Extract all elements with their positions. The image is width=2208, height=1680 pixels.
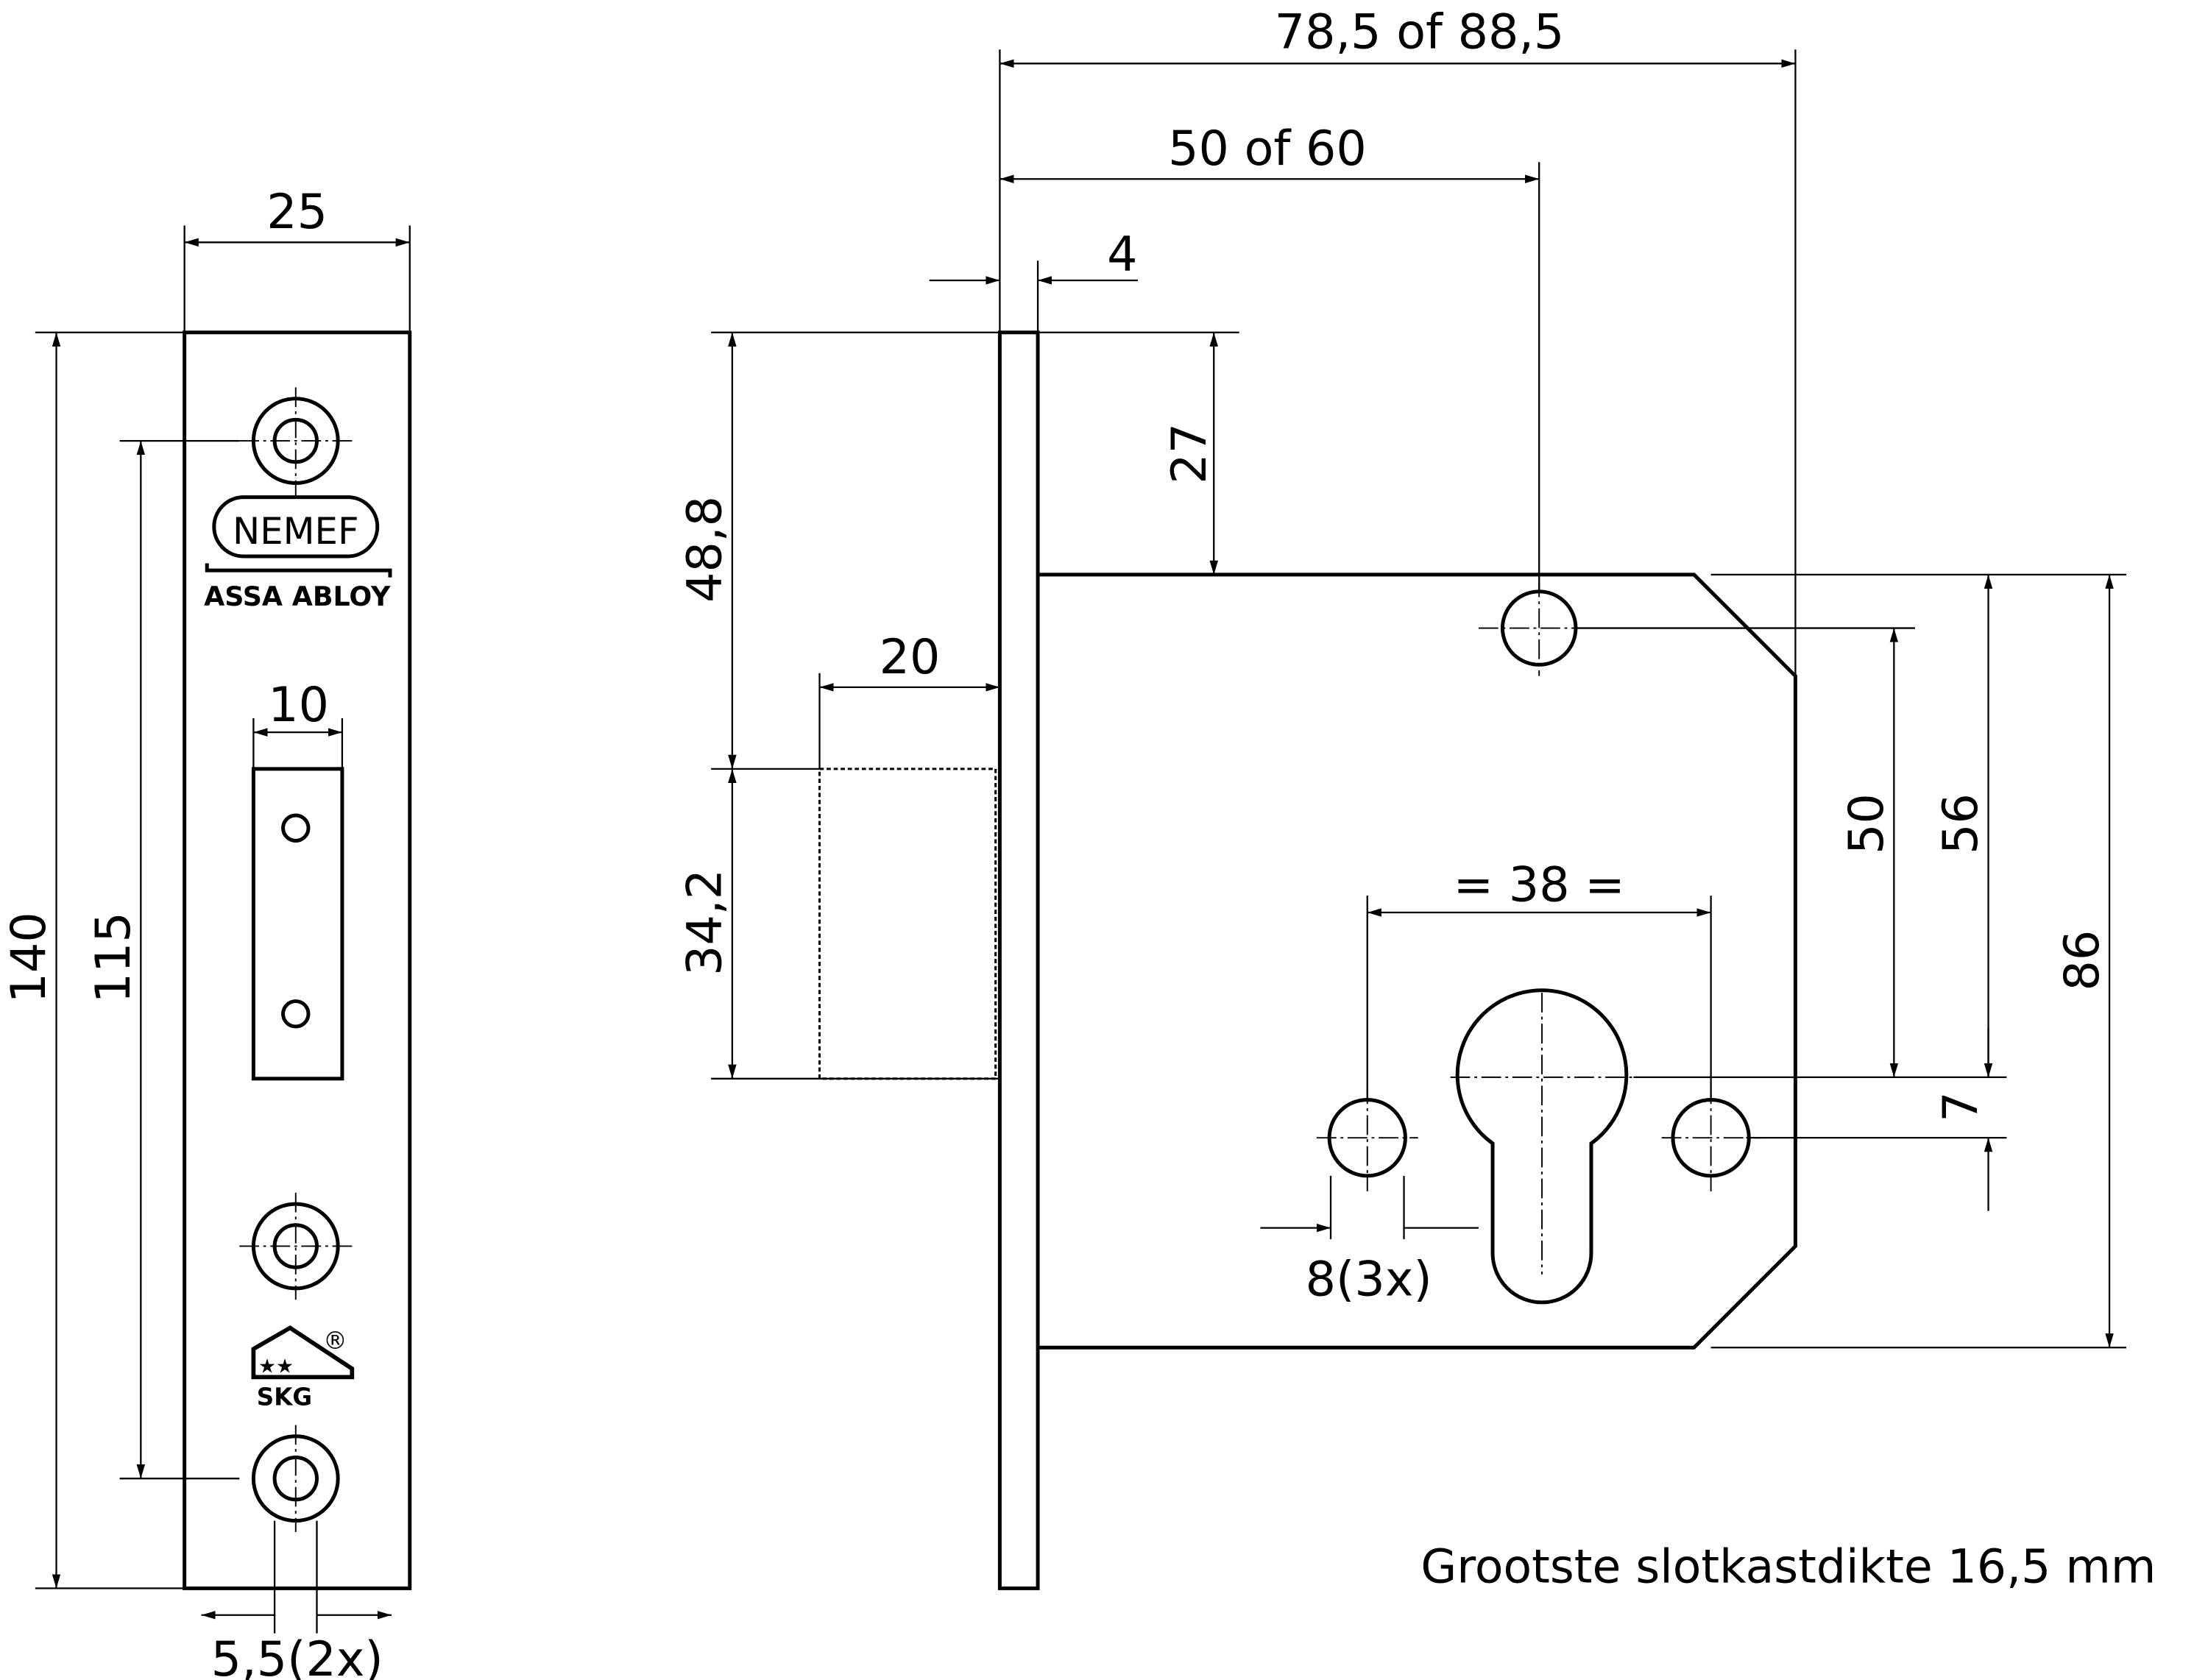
dim-hole-spacing: 115	[86, 912, 141, 1003]
nemef-logo: NEMEF ASSA ABLOY	[204, 495, 392, 612]
dim-case-height: 86	[2055, 930, 2110, 991]
dim-slot: 10	[268, 678, 329, 733]
lock-case	[1038, 573, 1797, 1350]
front-plate	[183, 330, 412, 1590]
cylinder-cutout	[1455, 988, 1629, 1305]
dim-bolt-throw: 20	[880, 630, 941, 685]
svg-text:®: ®	[323, 1327, 347, 1355]
dim-hole-to-cyl: 50	[1839, 793, 1894, 854]
front-plate-view: NEMEF ASSA ABLOY ★★ ® SKG 25 10 140 115 …	[1, 185, 412, 1680]
dim-hole-spacing: = 38 =	[1454, 858, 1625, 913]
case-thickness-note: Grootste slotkastdikte 16,5 mm	[1420, 1539, 2156, 1594]
svg-text:ASSA ABLOY: ASSA ABLOY	[204, 581, 391, 612]
dim-backset: 50 of 60	[1168, 121, 1367, 177]
dim-top-to-case: 27	[1162, 423, 1217, 484]
dim-overall: 78,5 of 88,5	[1275, 4, 1565, 60]
side-view: 78,5 of 88,5 50 of 60 4 48,8 34,2 27 20 …	[678, 4, 2156, 1593]
dim-case-to-cyl: 56	[1933, 793, 1989, 854]
dim-width: 25	[266, 185, 328, 240]
svg-text:★★: ★★	[258, 1355, 294, 1378]
svg-text:SKG: SKG	[257, 1383, 312, 1411]
bolt-slot	[251, 767, 344, 1081]
dim-hole-dia: 8(3x)	[1306, 1252, 1432, 1307]
dim-cyl-offset: 7	[1933, 1091, 1989, 1121]
bolt	[818, 768, 997, 1080]
dim-height: 140	[1, 912, 57, 1003]
dim-top-to-bolt: 48,8	[678, 496, 733, 603]
side-faceplate	[997, 330, 1040, 1590]
dim-bolt-height: 34,2	[678, 869, 733, 976]
dim-screw-hole: 5,5(2x)	[211, 1632, 383, 1680]
svg-text:NEMEF: NEMEF	[233, 510, 359, 553]
skg-logo: ★★ ® SKG	[251, 1325, 355, 1411]
dim-plate: 4	[1107, 227, 1137, 283]
